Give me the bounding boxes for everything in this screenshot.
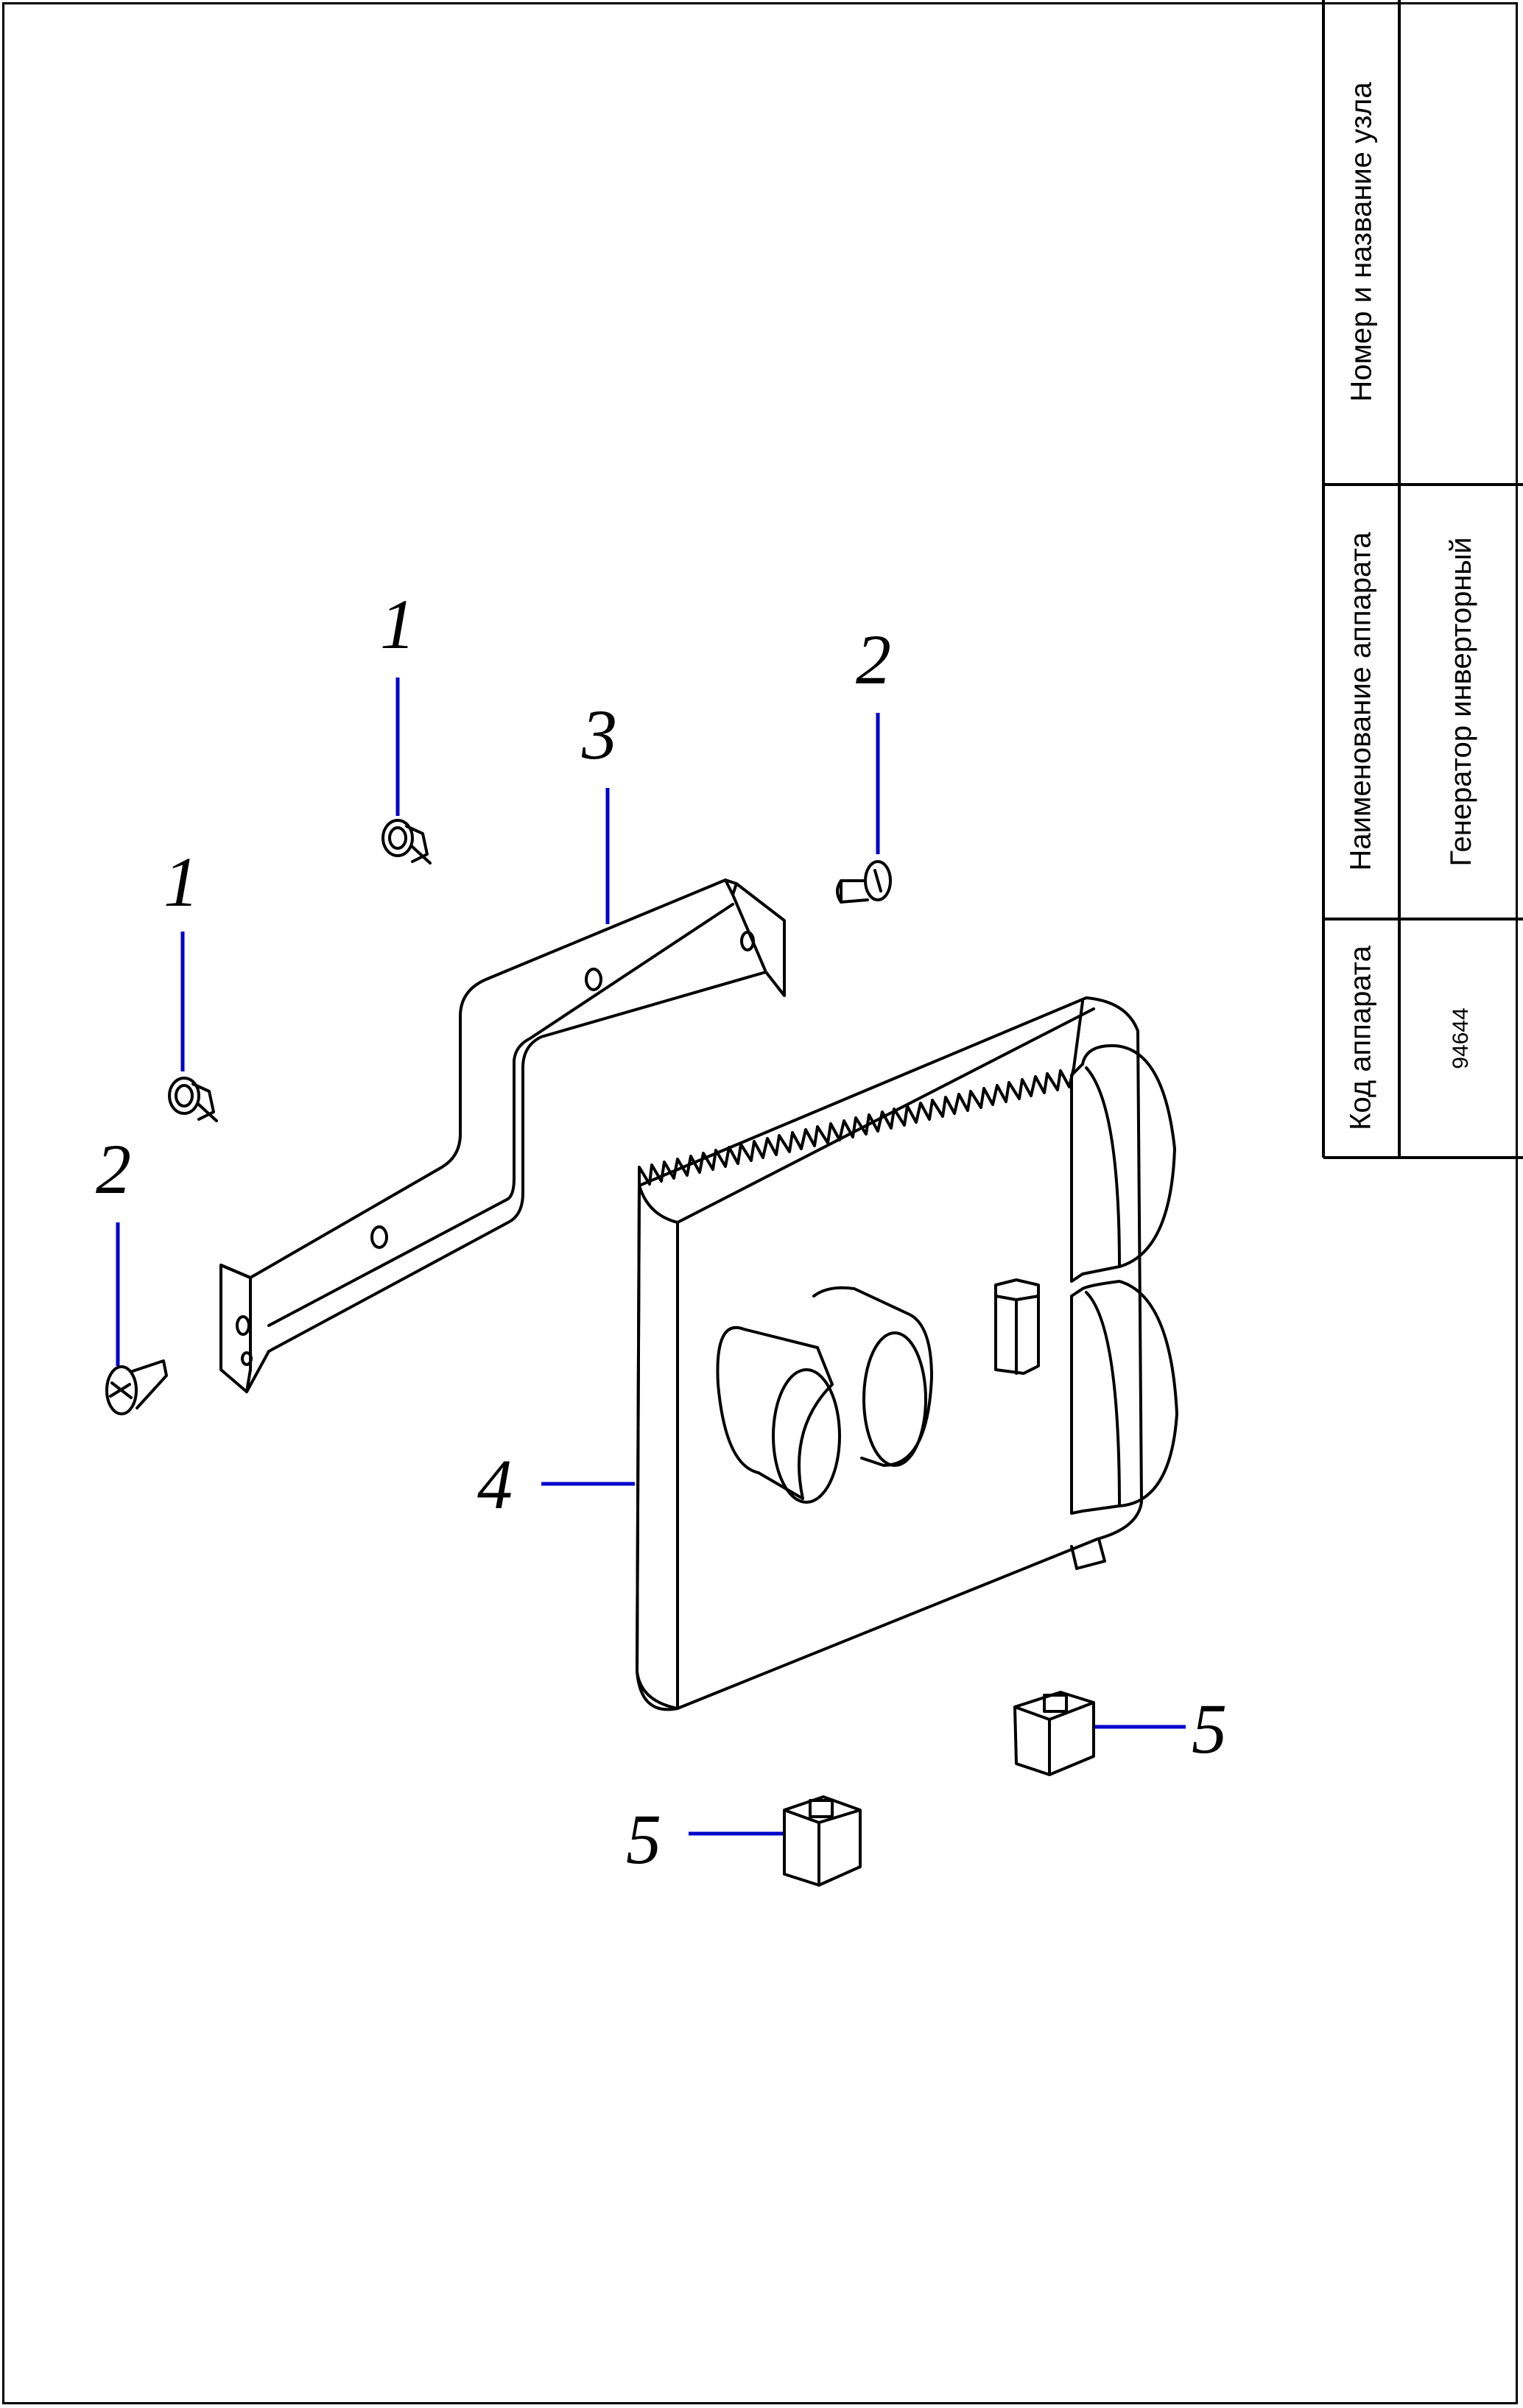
- part-2-screw-upper: [836, 860, 892, 904]
- part-5-connector-right: [1013, 1691, 1095, 1776]
- callout-5-right: 5: [1192, 1689, 1227, 1768]
- callout-4: 4: [477, 1445, 513, 1524]
- part-2-screw-lower: [105, 1359, 168, 1415]
- part-lines: [105, 819, 1178, 1887]
- node-value: [1399, 0, 1523, 485]
- device-code-value: 94644: [1449, 1007, 1473, 1069]
- callout-1-upper: 1: [380, 585, 415, 663]
- callout-labels: 1 1 2 2 3 4 5 5: [96, 585, 1227, 1879]
- node-header: Номер и название узла: [1345, 82, 1378, 402]
- part-4-inverter-module: [636, 996, 1178, 1711]
- callout-5-left: 5: [626, 1800, 661, 1879]
- callout-1-lower: 1: [163, 842, 199, 921]
- leader-lines: [116, 677, 1186, 1836]
- device-name-header: Наименование аппарата: [1344, 532, 1377, 871]
- title-block: [1322, 0, 1523, 1159]
- part-1-screw-lower: [168, 1077, 218, 1122]
- callout-3: 3: [581, 695, 617, 774]
- part-5-connector-left: [783, 1795, 862, 1887]
- callout-2-upper: 2: [856, 620, 891, 699]
- device-name-value: Генератор инверторный: [1444, 537, 1477, 867]
- device-code-header: Код аппарата: [1344, 946, 1377, 1130]
- part-3-bracket: [219, 879, 786, 1393]
- part-1-screw-upper: [381, 819, 432, 865]
- callout-2-lower: 2: [96, 1130, 131, 1208]
